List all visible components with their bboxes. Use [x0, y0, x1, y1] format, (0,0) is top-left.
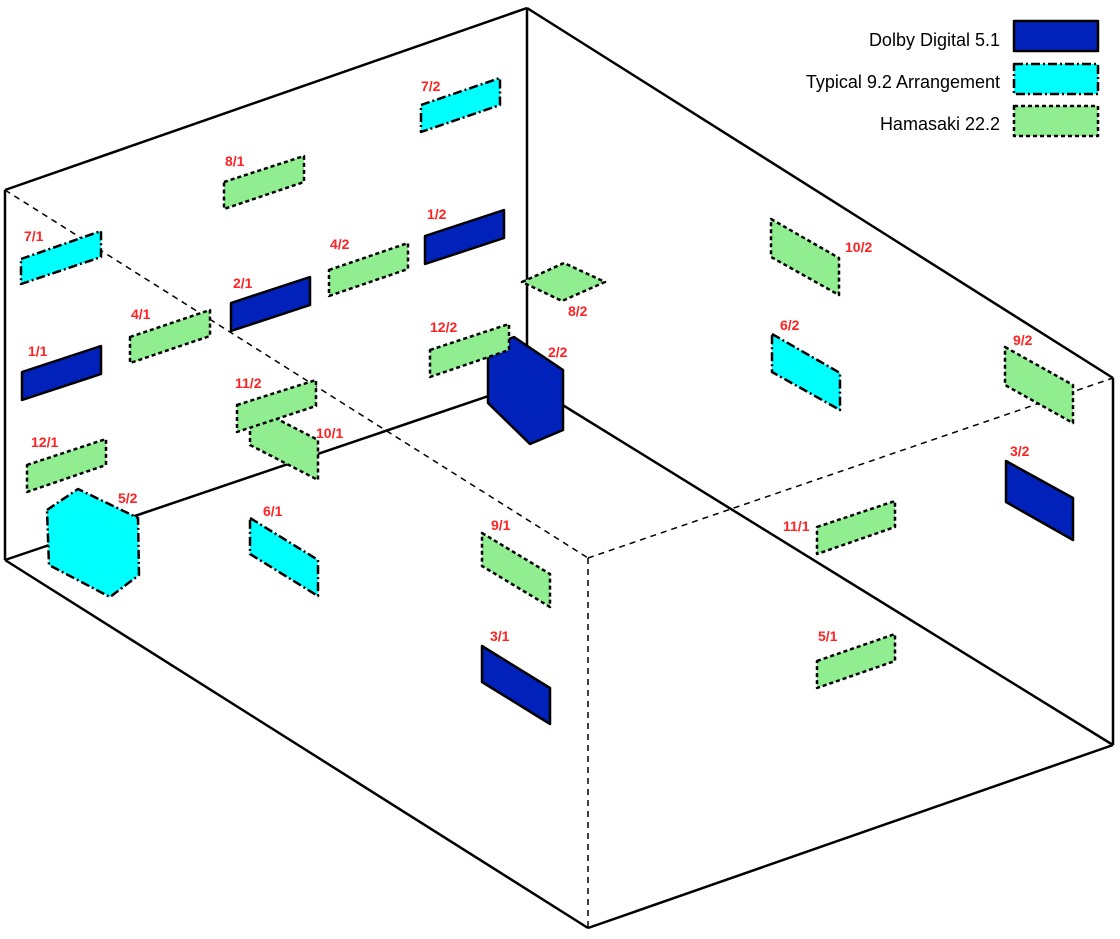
- speaker-shape: [327, 241, 410, 298]
- speaker-11-1: 11/1: [783, 499, 897, 556]
- speaker-12-2: 12/2: [428, 319, 511, 379]
- speaker-9-2: 9/2: [1003, 332, 1075, 425]
- speaker-2-2: 2/2: [486, 335, 568, 446]
- speaker-label: 5/2: [118, 490, 138, 506]
- speaker-shape: [248, 403, 320, 482]
- speaker-6-1: 6/1: [248, 503, 320, 598]
- speakers: 1/1 2/1 3/1 4/1 5/1 6/1 7/1 8/1: [19, 76, 1075, 726]
- room-solid-edges: [3, 6, 1115, 930]
- speaker-shape: [486, 335, 565, 446]
- speaker-shape: [423, 208, 506, 266]
- speaker-label: 4/2: [330, 236, 350, 252]
- speaker-shape: [19, 229, 103, 286]
- speaker-shape: [128, 308, 212, 365]
- speaker-3-1: 3/1: [480, 628, 552, 726]
- speaker-label: 8/1: [225, 153, 245, 169]
- speaker-shape: [770, 332, 842, 412]
- legend-swatch-dolby: [1012, 19, 1100, 53]
- speaker-7-2: 7/2: [419, 76, 502, 134]
- room-edge: [587, 743, 1114, 930]
- speaker-10-1: 10/1: [248, 403, 343, 482]
- speaker-shape: [20, 344, 103, 402]
- speaker-label: 11/2: [235, 375, 262, 391]
- speaker-shape: [45, 487, 141, 599]
- room-edge: [526, 381, 1114, 747]
- speaker-label: 3/2: [1010, 443, 1030, 459]
- speaker-label: 10/1: [316, 425, 343, 441]
- speaker-label: 2/2: [548, 344, 568, 360]
- speaker-label: 1/1: [28, 343, 48, 359]
- speaker-label: 12/2: [430, 319, 457, 335]
- speaker-label: 3/1: [490, 628, 510, 644]
- speaker-label: 2/1: [233, 275, 253, 291]
- speaker-3-2: 3/2: [1004, 443, 1075, 542]
- speaker-shape: [520, 261, 607, 303]
- speaker-7-1: 7/1: [19, 228, 103, 286]
- speaker-label: 9/1: [491, 517, 511, 533]
- speaker-shape: [815, 632, 897, 690]
- speaker-shape: [1003, 345, 1075, 425]
- speaker-label: 9/2: [1013, 332, 1033, 348]
- speaker-12-1: 12/1: [25, 434, 108, 494]
- speaker-shape: [235, 378, 318, 434]
- speaker-shape: [1004, 459, 1075, 542]
- speaker-label: 4/1: [131, 306, 151, 322]
- speaker-label: 6/2: [780, 317, 800, 333]
- speaker-shape: [248, 516, 320, 598]
- speaker-label: 12/1: [31, 434, 58, 450]
- legend-label-hamasaki: Hamasaki 22.2: [880, 114, 1000, 134]
- speaker-5-1: 5/1: [815, 628, 897, 690]
- speaker-8-2: 8/2: [520, 261, 607, 319]
- speaker-label: 11/1: [783, 518, 810, 534]
- room-edge: [4, 6, 528, 192]
- speaker-label: 10/2: [845, 239, 872, 255]
- room-edge: [526, 6, 1114, 380]
- speaker-label: 5/1: [818, 628, 838, 644]
- legend-label-dolby: Dolby Digital 5.1: [869, 30, 1000, 50]
- legend: Dolby Digital 5.1 Typical 9.2 Arrangemen…: [806, 19, 1100, 138]
- speaker-shape: [480, 644, 552, 726]
- legend-swatch-hamasaki: [1012, 104, 1100, 138]
- speaker-shape: [428, 322, 511, 379]
- speaker-shape: [229, 275, 312, 333]
- speaker-4-1: 4/1: [128, 306, 212, 365]
- speaker-2-1: 2/1: [229, 275, 312, 333]
- speaker-label: 7/1: [24, 228, 44, 244]
- speaker-1-2: 1/2: [423, 206, 506, 266]
- speaker-shape: [815, 499, 897, 556]
- speaker-5-2: 5/2: [45, 487, 141, 599]
- speaker-label: 1/2: [427, 206, 447, 222]
- speaker-9-1: 9/1: [480, 517, 552, 609]
- speaker-label: 8/2: [568, 303, 588, 319]
- speaker-label: 7/2: [421, 78, 441, 94]
- room-edge: [4, 558, 589, 930]
- speaker-8-1: 8/1: [222, 153, 306, 211]
- speaker-shape: [419, 76, 502, 134]
- legend-label-typical: Typical 9.2 Arrangement: [806, 72, 1000, 92]
- speaker-label: 6/1: [263, 503, 283, 519]
- speaker-11-2: 11/2: [235, 375, 318, 434]
- speaker-shape: [769, 217, 841, 297]
- speaker-shape: [222, 154, 306, 211]
- speaker-4-2: 4/2: [327, 236, 410, 298]
- speaker-6-2: 6/2: [770, 317, 842, 412]
- speaker-10-2: 10/2: [769, 217, 872, 297]
- speaker-shape: [480, 531, 552, 609]
- speaker-1-1: 1/1: [20, 343, 103, 402]
- legend-swatch-typical: [1012, 62, 1100, 96]
- room-hidden-edge: [587, 377, 1114, 559]
- speaker-shape: [25, 437, 108, 494]
